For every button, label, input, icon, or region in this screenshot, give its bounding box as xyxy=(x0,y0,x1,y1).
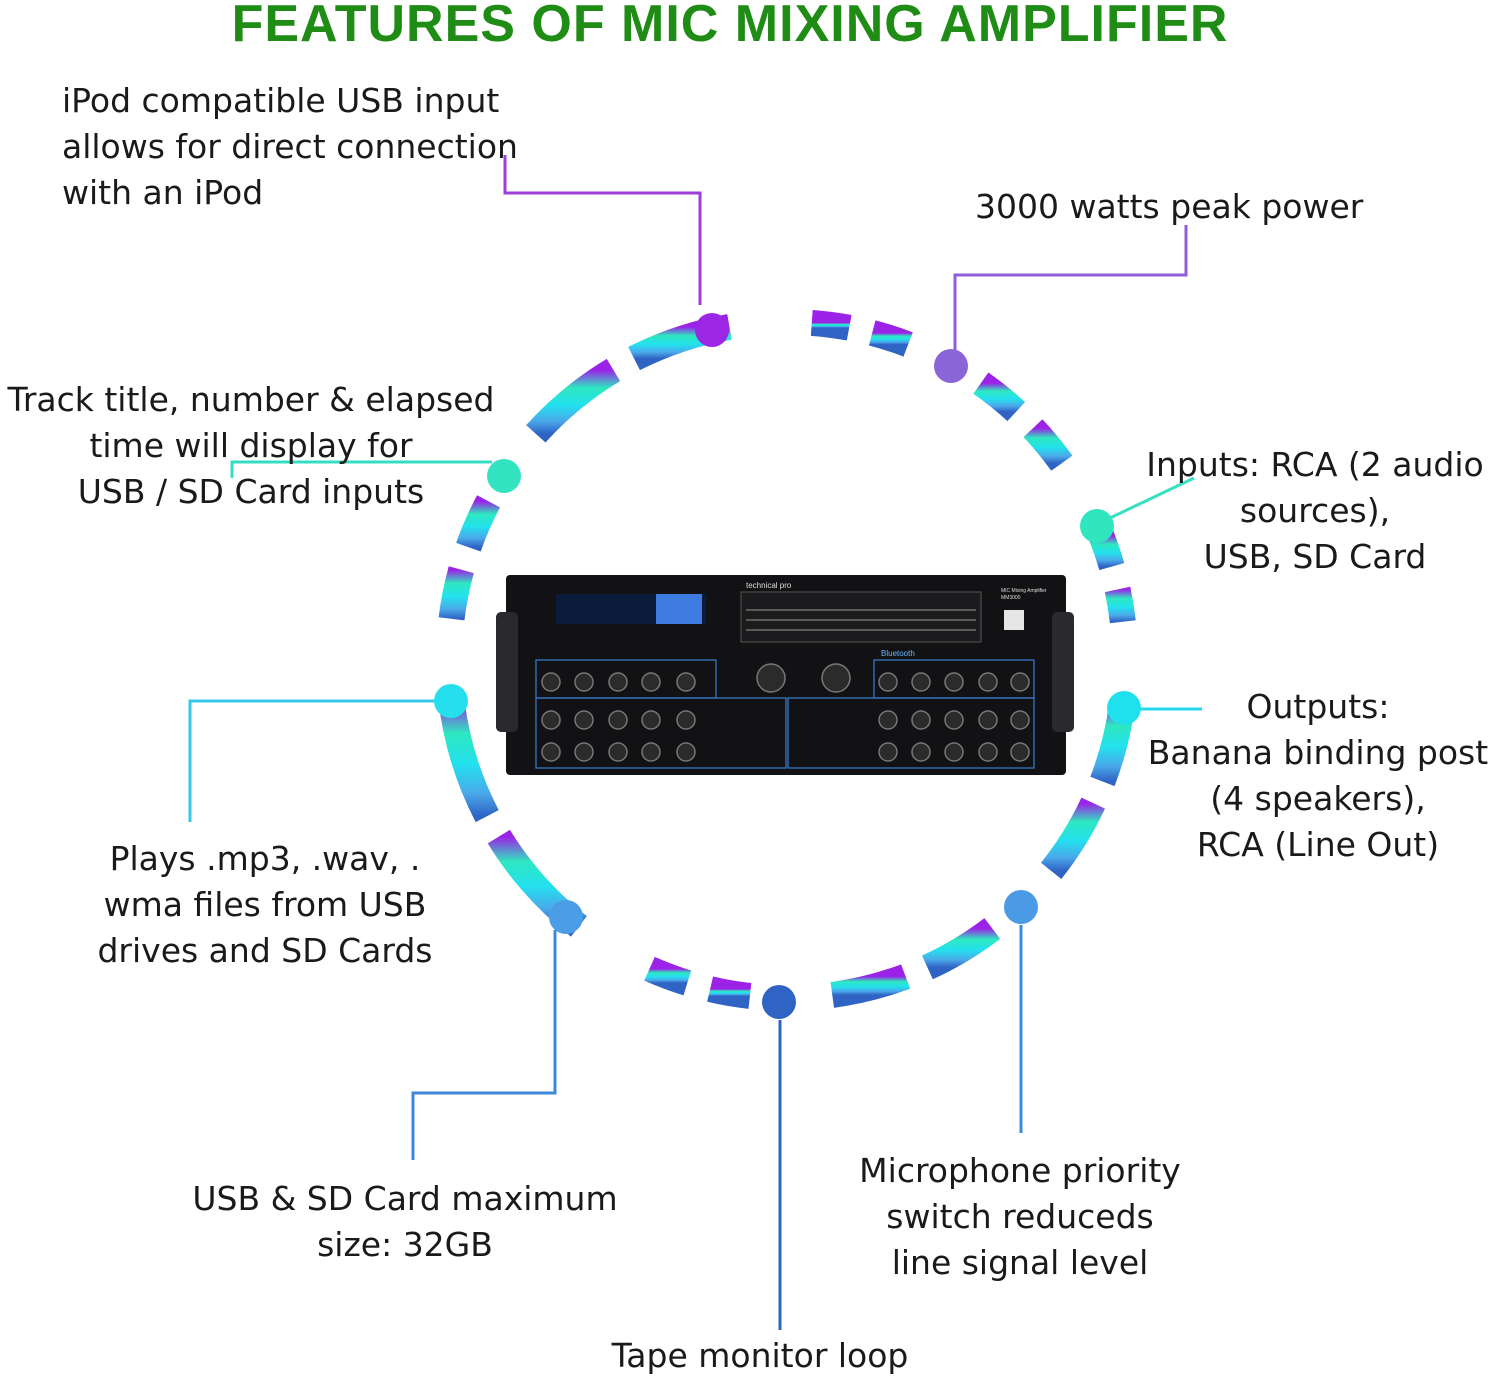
amp-knob xyxy=(978,742,998,762)
ring-segment xyxy=(1023,419,1073,471)
ring-segment xyxy=(973,372,1026,422)
connector-line-storage xyxy=(411,930,557,1160)
ring-segment xyxy=(438,566,474,621)
amp-knob xyxy=(574,742,594,762)
amp-knob xyxy=(641,710,661,730)
ring-segment xyxy=(830,964,911,1008)
amp-knob xyxy=(608,672,628,692)
page-title: FEATURES OF MIC MIXING AMPLIFIER xyxy=(231,0,1229,53)
connector-line-inputs xyxy=(1109,476,1195,520)
amp-knob xyxy=(944,710,964,730)
amp-knob xyxy=(574,710,594,730)
amp-brand: technical pro xyxy=(746,581,792,590)
ring-segment xyxy=(456,495,501,552)
connector-line-plays xyxy=(188,699,435,822)
amp-large-knob xyxy=(821,663,851,693)
amp-model-title: MIC Mixing Amplifier xyxy=(1001,588,1047,594)
feature-outputs: Outputs:Banana binding post(4 speakers),… xyxy=(1147,687,1489,864)
connector-line-ipod xyxy=(503,155,702,305)
amp-knob xyxy=(878,710,898,730)
ring xyxy=(438,309,1136,1009)
amp-knob xyxy=(911,710,931,730)
ring-segment xyxy=(868,320,913,357)
amp-knob xyxy=(641,742,661,762)
amp-knob xyxy=(608,742,628,762)
dot-track xyxy=(487,459,521,493)
amp-knob xyxy=(676,710,696,730)
amp-bluetooth: Bluetooth xyxy=(881,649,915,658)
amp-knob xyxy=(911,672,931,692)
connector-line-track xyxy=(230,460,492,478)
amp-knob xyxy=(944,672,964,692)
ring-segment xyxy=(438,699,499,823)
amp-knob xyxy=(676,672,696,692)
dot-ipod xyxy=(695,313,729,347)
amp-knob xyxy=(541,710,561,730)
dot-tape xyxy=(762,985,796,1019)
dot-micpriority xyxy=(1004,890,1038,924)
amp-knob xyxy=(1010,742,1030,762)
amp-knob xyxy=(541,672,561,692)
dot-plays xyxy=(434,684,468,718)
ring-segment xyxy=(707,976,752,1009)
connector-line-power xyxy=(953,225,1188,350)
amp-knob xyxy=(676,742,696,762)
amp-knob xyxy=(944,742,964,762)
ring-segment xyxy=(526,358,621,443)
amp-knob xyxy=(978,672,998,692)
amp-knob xyxy=(911,742,931,762)
amp-knob xyxy=(641,672,661,692)
dot-power xyxy=(934,349,968,383)
amp-knob xyxy=(878,672,898,692)
amp-knob xyxy=(541,742,561,762)
ring-segment xyxy=(644,956,692,996)
amplifier-image: technical pro MIC Mixing Amplifier MM300… xyxy=(496,575,1074,775)
amp-knob xyxy=(1010,672,1030,692)
feature-power: 3000 watts peak power xyxy=(975,187,1364,226)
dot-inputs xyxy=(1080,509,1114,543)
amp-knob xyxy=(608,710,628,730)
amp-large-knob xyxy=(756,663,786,693)
ring-segment xyxy=(1040,797,1105,879)
dot-outputs xyxy=(1107,691,1141,725)
ring-segment xyxy=(1104,586,1136,624)
ring-segment xyxy=(810,309,852,341)
amp-model: MM3000 xyxy=(1001,595,1021,601)
ring-segment xyxy=(921,918,1001,980)
dot-storage xyxy=(549,900,583,934)
amp-knob xyxy=(1010,710,1030,730)
amp-knob xyxy=(878,742,898,762)
feature-tape: Tape monitor loop xyxy=(611,1336,909,1375)
amp-knob xyxy=(978,710,998,730)
amp-knob xyxy=(574,672,594,692)
